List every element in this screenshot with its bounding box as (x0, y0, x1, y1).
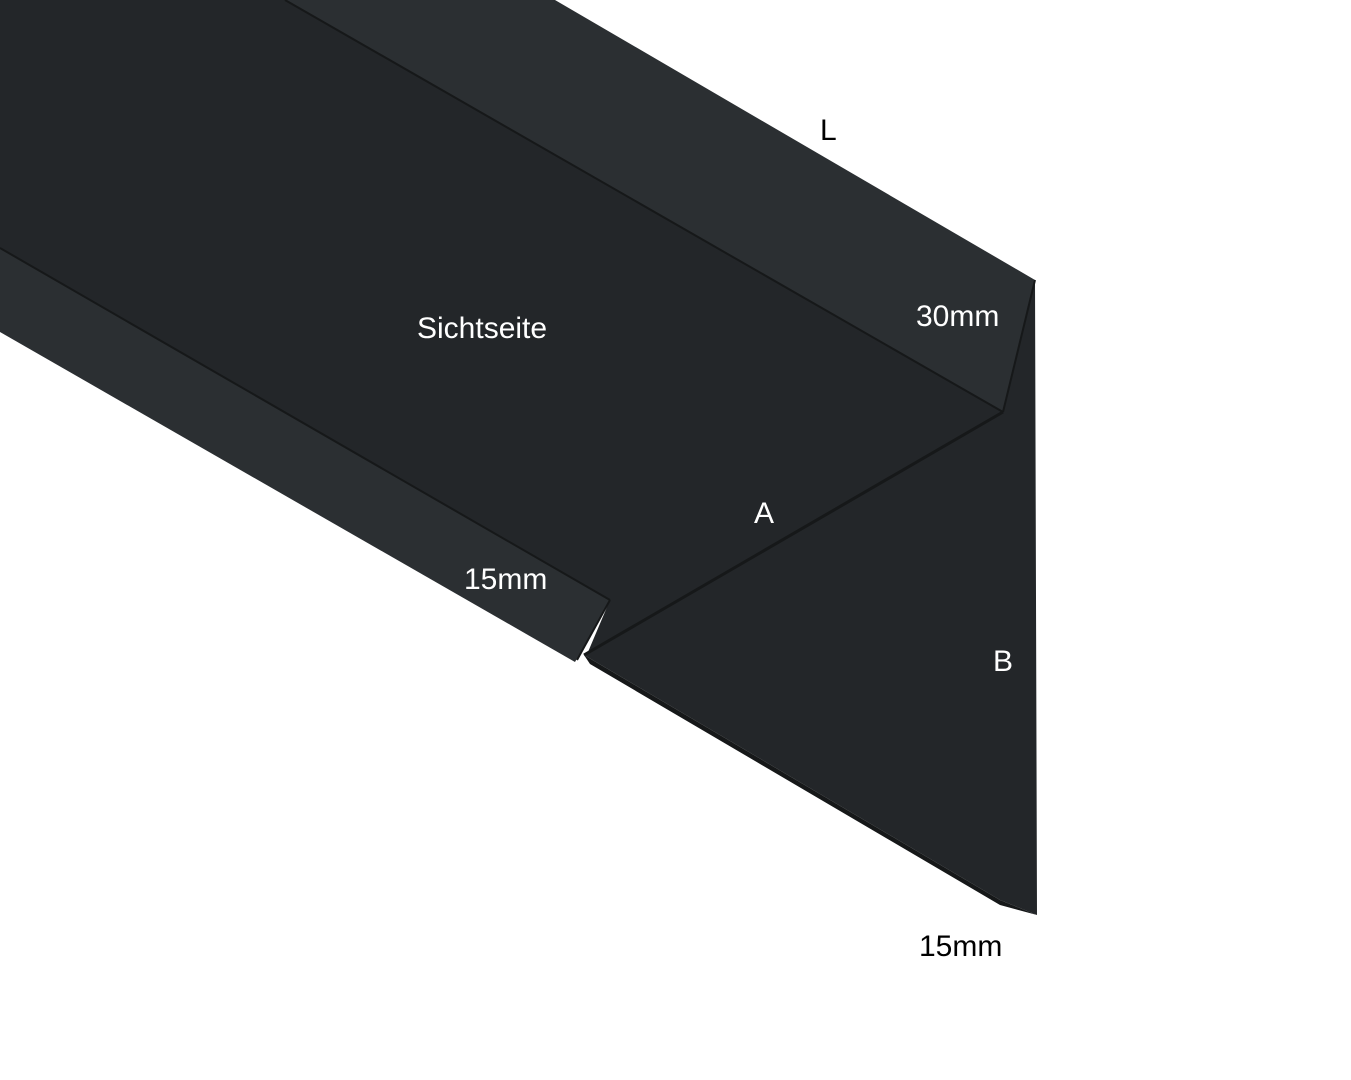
length-label: L (820, 114, 837, 147)
fold-line-left (0, 247, 611, 601)
fold-line-a (583, 410, 1004, 657)
dim-a-label: A (754, 497, 775, 530)
face-b (584, 280, 1037, 915)
main-face-sichtseite (0, 0, 1003, 652)
bottom-flange-label: 15mm (919, 930, 1003, 963)
visible-side-label: Sichtseite (417, 312, 548, 345)
edge-top-flange (1002, 279, 1036, 413)
top-flange-label: 30mm (916, 300, 1000, 333)
dim-b-label: B (993, 645, 1014, 678)
top-flange-30mm (285, 0, 1035, 412)
fold-line-top (284, 0, 1004, 413)
left-flange-label: 15mm (464, 563, 548, 596)
edge-left-flange (576, 599, 611, 661)
left-flange-15mm (0, 248, 610, 662)
